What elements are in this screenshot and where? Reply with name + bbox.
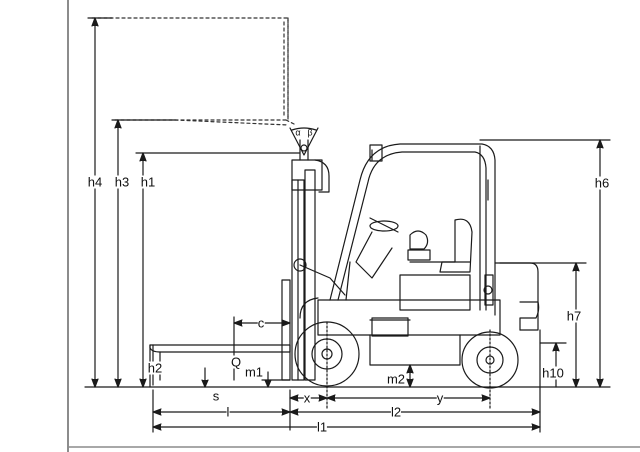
label-m2: m2 — [386, 371, 406, 387]
label-h1: h1 — [140, 174, 156, 190]
label-h4: h4 — [87, 174, 103, 190]
m1-dimension — [261, 371, 291, 388]
h4-dimension — [87, 17, 113, 388]
label-s: s — [212, 388, 220, 404]
label-x: x — [303, 390, 311, 406]
h10-dimension — [539, 342, 567, 388]
label-h10: h10 — [542, 365, 564, 381]
s-dimension — [201, 367, 209, 388]
label-y: y — [436, 390, 444, 406]
label-m1: m1 — [244, 364, 264, 380]
h1-dimension — [135, 152, 301, 388]
l1-dimension — [152, 423, 541, 431]
l-l2-dimension — [152, 329, 541, 433]
raised-load-outline — [91, 17, 297, 126]
label-l2: l2 — [390, 404, 402, 420]
mast — [289, 127, 330, 381]
m2-dimension — [406, 364, 414, 388]
label-alpha: α — [295, 127, 301, 138]
label-c: c — [257, 315, 265, 331]
c-dimension — [233, 316, 291, 346]
label-beta: β — [307, 127, 313, 138]
h3-dimension — [111, 119, 176, 388]
tilt-linkage — [299, 264, 346, 296]
label-h7: h7 — [566, 308, 582, 324]
label-q: Q — [230, 354, 242, 370]
label-l1: l1 — [316, 419, 328, 435]
label-l: l — [226, 404, 230, 420]
truck-body — [299, 143, 540, 366]
label-h2: h2 — [147, 360, 163, 376]
label-h3: h3 — [114, 174, 130, 190]
x-y-dimension — [289, 389, 491, 431]
label-h6: h6 — [594, 175, 610, 191]
fork — [149, 279, 291, 386]
